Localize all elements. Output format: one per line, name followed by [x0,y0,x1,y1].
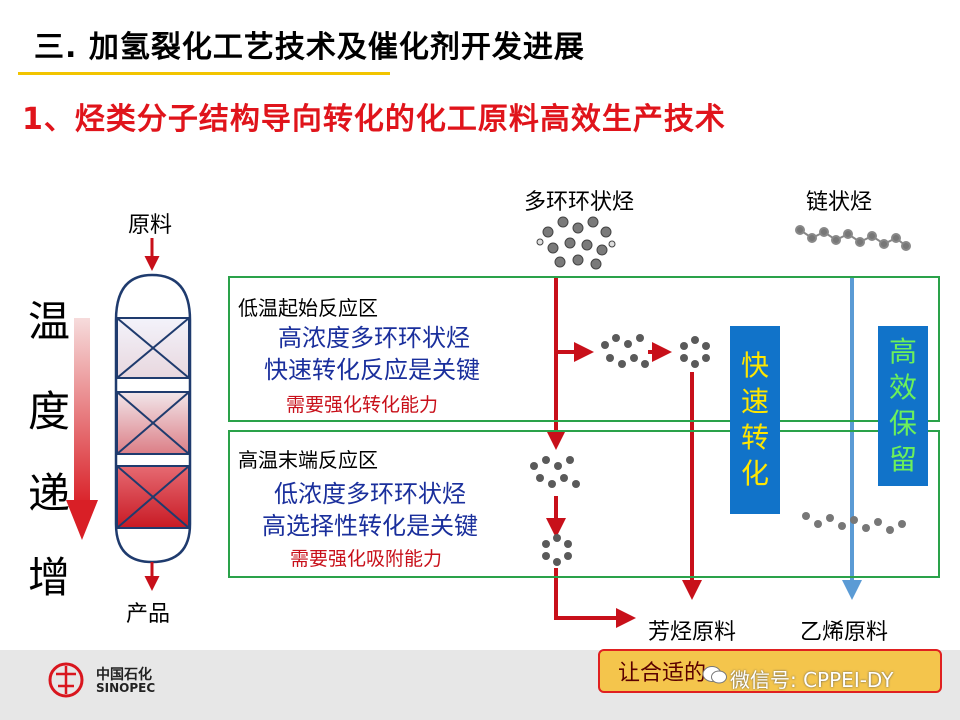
fast-bar-char-3: 转 [740,421,769,454]
temp-char-4: 增 [28,553,71,602]
polycyclic-molecule-icon [536,216,616,270]
temp-char-3: 递 [28,469,71,518]
aromatic-outlet-arrow [554,568,636,628]
keep-bar-char-4: 留 [888,443,917,476]
chain-molecule-low-icon [802,512,906,534]
page-title: 三. 加氢裂化工艺技术及催化剂开发进展 [34,30,585,65]
polycyclic-molecule-low-icon [530,456,580,488]
fast-bar-char-2: 速 [740,385,769,418]
keep-bar-char-1: 高 [888,335,917,368]
reactor-output-label: 产品 [126,602,171,627]
chain-molecule-icon [795,225,911,251]
summary-callout: 让合适的 [598,649,942,693]
high-zone-line1: 低浓度多环环状烃 [274,480,466,508]
keep-bar-char-2: 效 [888,371,917,404]
brand-name-en: SINOPEC [96,681,156,695]
feed-label-polycyclic: 多环环状烃 [524,190,635,215]
fast-bar-char-1: 快 [740,349,769,382]
reactor-input-label: 原料 [128,213,173,238]
high-zone-line2: 高选择性转化是关键 [262,512,478,540]
temp-char-2: 度 [28,387,71,436]
high-zone-need: 需要强化吸附能力 [290,548,443,570]
temperature-arrow [66,318,98,540]
high-temp-zone [228,430,940,578]
temp-char-1: 温 [28,297,71,346]
fast-conversion-bar: 快 速 转 化 [730,326,780,514]
sinopec-logo [48,662,84,698]
keep-bar-char-3: 保 [888,407,917,440]
efficient-retention-bar: 高 效 保 留 [878,326,928,486]
fast-bar-char-4: 化 [740,457,769,490]
high-zone-title: 高温末端反应区 [238,448,378,472]
tricyclic-molecule-icon [601,334,649,368]
section-subtitle: 1、烃类分子结构导向转化的化工原料高效生产技术 [22,102,726,137]
low-zone-title: 低温起始反应区 [238,296,378,320]
wechat-icon [702,666,727,684]
product-label-ethylene: 乙烯原料 [800,620,889,645]
wechat-watermark: 微信号: CPPEI-DY [730,668,894,692]
benzene-molecule-low-icon [542,534,572,566]
title-underline [18,72,390,75]
reactor-vessel [114,273,192,564]
summary-callout-text: 让合适的 [618,661,707,686]
low-zone-line1: 高浓度多环环状烃 [278,324,470,352]
low-zone-line2: 快速转化反应是关键 [264,356,480,384]
feed-label-chain: 链状烃 [806,190,873,215]
brand-name-cn: 中国石化 [96,667,152,683]
low-temp-zone [228,276,940,422]
benzene-molecule-icon [680,336,710,368]
product-label-aromatic: 芳烃原料 [648,620,737,645]
low-zone-need: 需要强化转化能力 [286,394,439,416]
